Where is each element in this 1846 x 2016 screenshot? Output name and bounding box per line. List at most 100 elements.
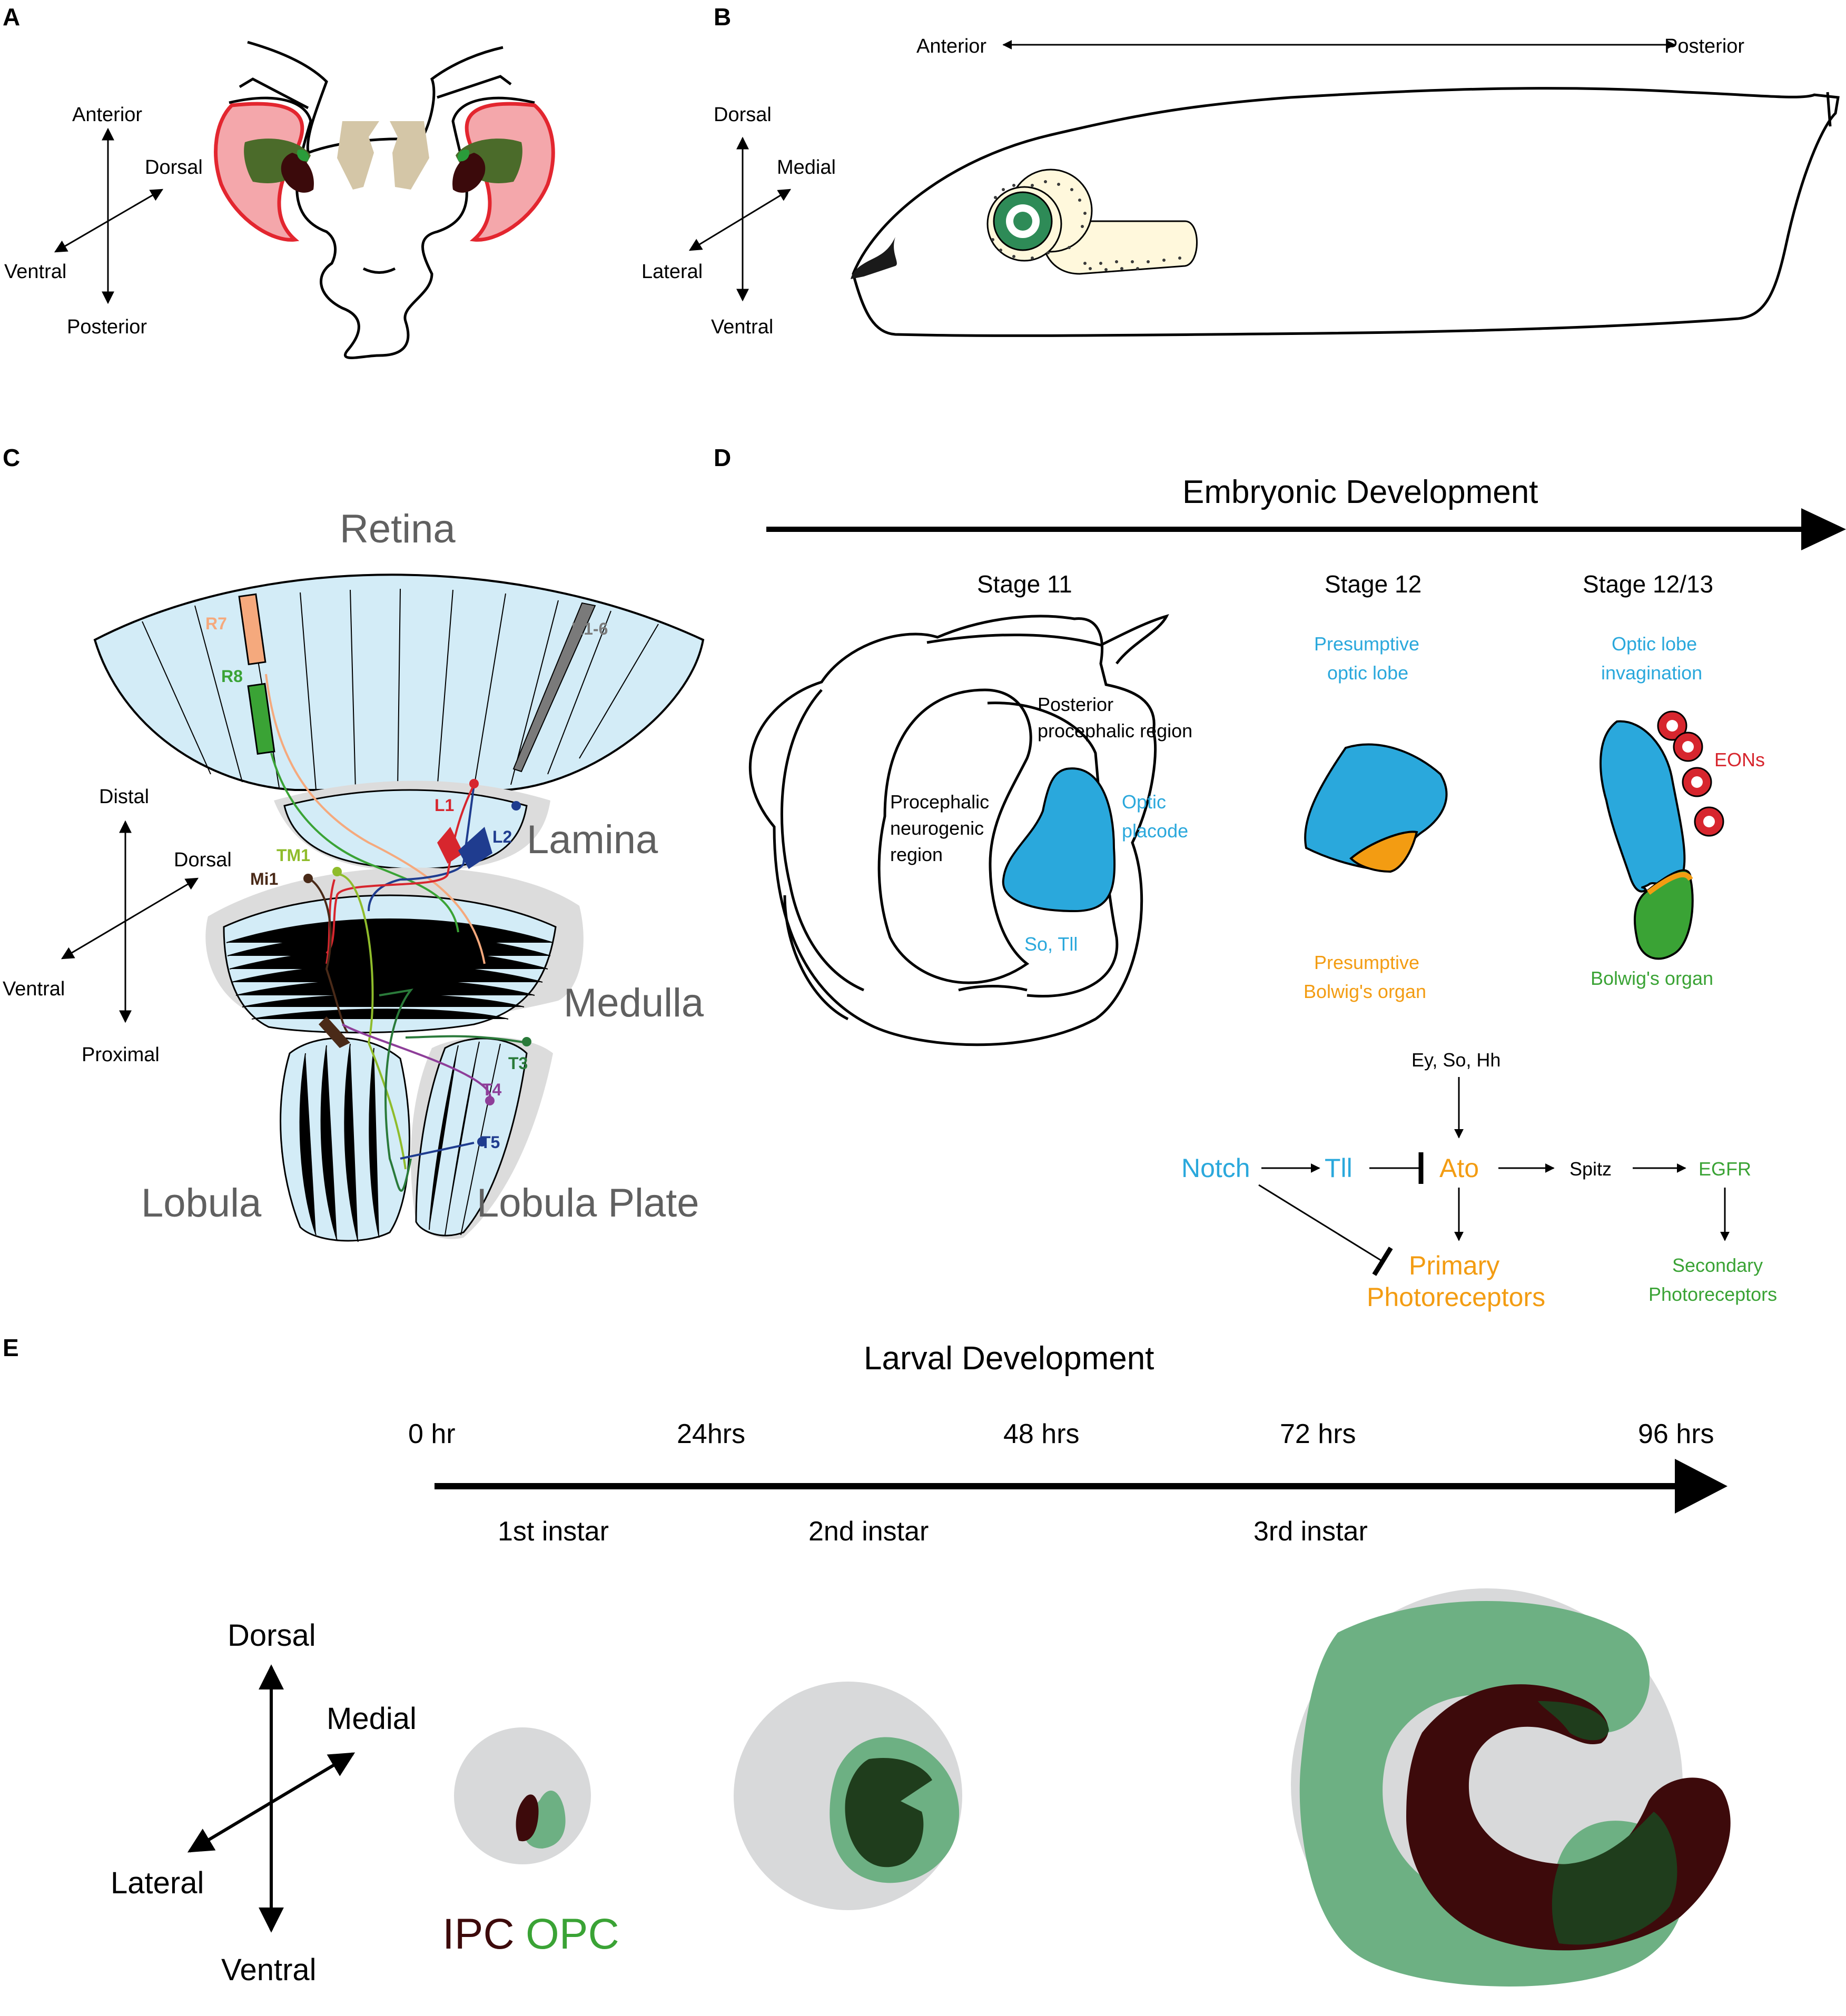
mi1-label: Mi1 bbox=[250, 869, 278, 888]
disc-2nd-instar bbox=[734, 1682, 962, 1910]
invagination-line2: invagination bbox=[1601, 662, 1702, 684]
t3-label: T3 bbox=[508, 1054, 528, 1073]
procephalic-line3: region bbox=[890, 844, 943, 865]
invagination-line1: Optic lobe bbox=[1612, 633, 1697, 655]
signaling-pathway: Ey, So, Hh Notch Tll Ato Spitz EGFR Prim… bbox=[1181, 1049, 1777, 1312]
presumptive-optic-line2: optic lobe bbox=[1327, 662, 1408, 684]
lobula-plate-shape bbox=[415, 1037, 528, 1237]
ey-so-hh-label: Ey, So, Hh bbox=[1411, 1049, 1501, 1071]
primary-line2: Photoreceptors bbox=[1367, 1282, 1545, 1312]
time-0: 0 hr bbox=[408, 1419, 456, 1449]
embryo-larva-outline bbox=[851, 87, 1840, 337]
adult-head-schematic bbox=[214, 41, 555, 359]
ato-label: Ato bbox=[1439, 1153, 1479, 1183]
panel-b: B Anterior Posterior Dorsal Ventral Medi… bbox=[641, 3, 1840, 338]
mouth-hook bbox=[851, 237, 897, 279]
spitz-label: Spitz bbox=[1569, 1158, 1612, 1180]
axis-dorsal-label-c: Dorsal bbox=[174, 849, 232, 871]
axis-ventral-label: Ventral bbox=[4, 261, 66, 283]
r7-label: R7 bbox=[205, 614, 227, 633]
axis-anterior-label: Anterior bbox=[72, 104, 142, 126]
neuron-projections bbox=[265, 674, 527, 1192]
ipc-label: IPC bbox=[442, 1910, 515, 1958]
axis-cross-e: Dorsal Ventral Medial Lateral bbox=[111, 1618, 417, 1987]
eons-label: EONs bbox=[1714, 749, 1765, 770]
instar-2: 2nd instar bbox=[808, 1516, 929, 1547]
stage-12-label: Stage 12 bbox=[1325, 570, 1421, 598]
stage-11-label: Stage 11 bbox=[977, 570, 1072, 598]
optic-placode-stage-11 bbox=[1002, 767, 1116, 913]
axis-medial-label-e: Medial bbox=[327, 1702, 417, 1736]
panel-e: E Larval Development 0 hr 24hrs 48 hrs 7… bbox=[3, 1334, 1731, 1987]
l1-label: L1 bbox=[435, 796, 454, 815]
optic-placode-line1: Optic bbox=[1122, 791, 1166, 813]
time-96: 96 hrs bbox=[1638, 1419, 1714, 1449]
axis-ventral-label-b: Ventral bbox=[711, 316, 773, 338]
instar-3: 3rd instar bbox=[1253, 1516, 1368, 1547]
medulla-layers bbox=[226, 918, 554, 1020]
medulla-label: Medulla bbox=[564, 981, 704, 1025]
larval-title: Larval Development bbox=[864, 1340, 1154, 1377]
presumptive-optic-line1: Presumptive bbox=[1314, 633, 1419, 655]
procephalic-line1: Procephalic bbox=[890, 791, 989, 813]
axis-proximal-label: Proximal bbox=[82, 1044, 160, 1066]
eon-cells bbox=[1657, 710, 1724, 837]
panel-label-e: E bbox=[3, 1334, 19, 1361]
opc-label: OPC bbox=[526, 1910, 619, 1958]
lobula-label: Lobula bbox=[141, 1181, 262, 1226]
axis-ventral-label-e: Ventral bbox=[221, 1953, 317, 1987]
axis-anterior-label-b: Anterior bbox=[916, 35, 986, 57]
l2-label: L2 bbox=[492, 827, 512, 846]
t4-label: T4 bbox=[482, 1080, 502, 1099]
retina-label: Retina bbox=[340, 507, 456, 551]
notch-label: Notch bbox=[1181, 1153, 1250, 1183]
panel-label-a: A bbox=[3, 3, 20, 31]
embryonic-title: Embryonic Development bbox=[1182, 474, 1538, 510]
r1-6-photoreceptor bbox=[512, 602, 596, 773]
axis-cross-b: Dorsal Ventral Medial Lateral bbox=[641, 104, 836, 338]
posterior-region-line1: Posterior bbox=[1038, 694, 1113, 715]
secondary-line1: Secondary bbox=[1672, 1254, 1763, 1276]
stage-12-13-label: Stage 12/13 bbox=[1583, 570, 1713, 598]
panel-c: C Retina R7 R8 R1-6 Lamina Medulla bbox=[3, 444, 705, 1242]
axis-posterior-label: Posterior bbox=[67, 316, 147, 338]
axis-cross-c: Distal Proximal Dorsal Ventral bbox=[3, 786, 232, 1066]
axis-dorsal-label-b: Dorsal bbox=[714, 104, 772, 126]
lamina-label: Lamina bbox=[527, 817, 658, 862]
presumptive-bolwig bbox=[1349, 831, 1418, 873]
axis-distal-label: Distal bbox=[99, 786, 149, 808]
time-48: 48 hrs bbox=[1003, 1419, 1080, 1449]
axis-lateral-label-e: Lateral bbox=[111, 1866, 204, 1900]
time-72: 72 hrs bbox=[1280, 1419, 1356, 1449]
tm1-label: TM1 bbox=[277, 846, 310, 865]
t5-label: T5 bbox=[480, 1133, 500, 1152]
retina-ommatidia bbox=[142, 588, 659, 790]
panel-label-c: C bbox=[3, 444, 20, 471]
posterior-region-line2: procephalic region bbox=[1038, 720, 1192, 742]
disc-3rd-instar bbox=[1291, 1588, 1731, 1987]
procephalic-line2: neurogenic bbox=[890, 817, 984, 839]
presumptive-bolwig-line1: Presumptive bbox=[1314, 952, 1419, 973]
r8-label: R8 bbox=[221, 667, 243, 686]
panel-label-d: D bbox=[714, 444, 731, 471]
presumptive-bolwig-line2: Bolwig's organ bbox=[1304, 981, 1426, 1002]
egfr-label: EGFR bbox=[1699, 1158, 1751, 1180]
lobula-plate-label: Lobula Plate bbox=[477, 1181, 699, 1226]
r8-photoreceptor bbox=[247, 683, 275, 755]
panel-a: A Anterior Posterior Dorsal Ventral bbox=[3, 3, 555, 359]
axis-ventral-label-c: Ventral bbox=[3, 978, 65, 1000]
tll-label: Tll bbox=[1325, 1153, 1353, 1183]
axis-dorsal-label-e: Dorsal bbox=[228, 1618, 316, 1653]
instar-1: 1st instar bbox=[498, 1516, 609, 1547]
primary-line1: Primary bbox=[1409, 1251, 1499, 1280]
bolwig-organ-label: Bolwig's organ bbox=[1591, 967, 1713, 989]
time-24: 24hrs bbox=[677, 1419, 745, 1449]
lamina-shape bbox=[283, 789, 528, 870]
panel-label-b: B bbox=[714, 3, 731, 31]
optic-lobe-invagination bbox=[1599, 720, 1686, 893]
disc-1st-instar bbox=[454, 1727, 591, 1864]
panel-d: D Embryonic Development Stage 11 Stage 1… bbox=[714, 444, 1846, 1312]
so-tll-label: So, Tll bbox=[1024, 933, 1078, 955]
larval-timeline: 0 hr 24hrs 48 hrs 72 hrs 96 hrs 1st inst… bbox=[408, 1419, 1727, 1547]
